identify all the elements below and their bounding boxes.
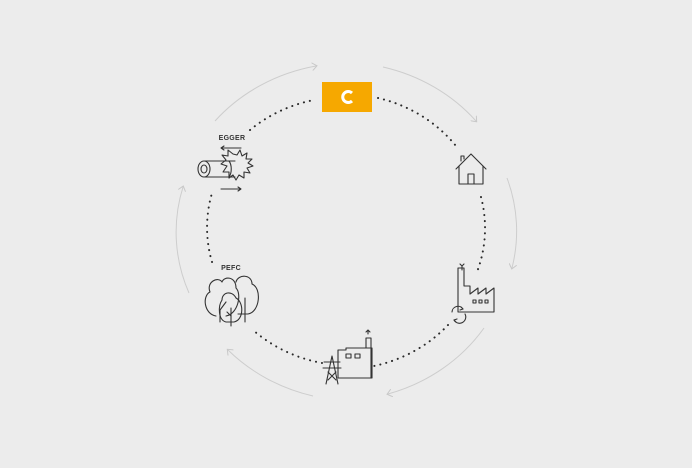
dotted-segment-forest-sawmill xyxy=(206,192,213,263)
sawmill-label: EGGER xyxy=(219,135,246,142)
outer-cycle-arrows xyxy=(175,66,518,397)
dotted-segment-logo-house xyxy=(377,97,457,147)
factory-recycle-icon xyxy=(451,263,495,324)
arrow-arc-right xyxy=(506,177,518,268)
arrow-arc-top-left xyxy=(214,66,316,122)
dotted-segment-factory-power xyxy=(373,324,449,367)
brand-logo xyxy=(322,82,372,112)
arrow-arc-bottom-left xyxy=(228,350,314,397)
brand-logo-badge xyxy=(322,82,372,112)
power-plant-icon xyxy=(322,329,373,385)
dotted-segment-power-forest xyxy=(252,329,323,364)
dotted-segment-house-factory xyxy=(476,196,487,273)
forest-label: PEFC xyxy=(221,265,241,272)
arrow-arc-bottom-right xyxy=(388,327,485,394)
house-icon xyxy=(455,153,487,185)
dotted-segment-sawmill-logo xyxy=(249,99,315,131)
brand-c-logo xyxy=(341,90,354,104)
dotted-cycle xyxy=(206,97,487,367)
arrow-arc-top-right xyxy=(382,66,476,121)
forest-icon xyxy=(204,275,259,327)
log-saw-icon xyxy=(197,145,254,192)
arrow-arc-left xyxy=(175,187,190,294)
